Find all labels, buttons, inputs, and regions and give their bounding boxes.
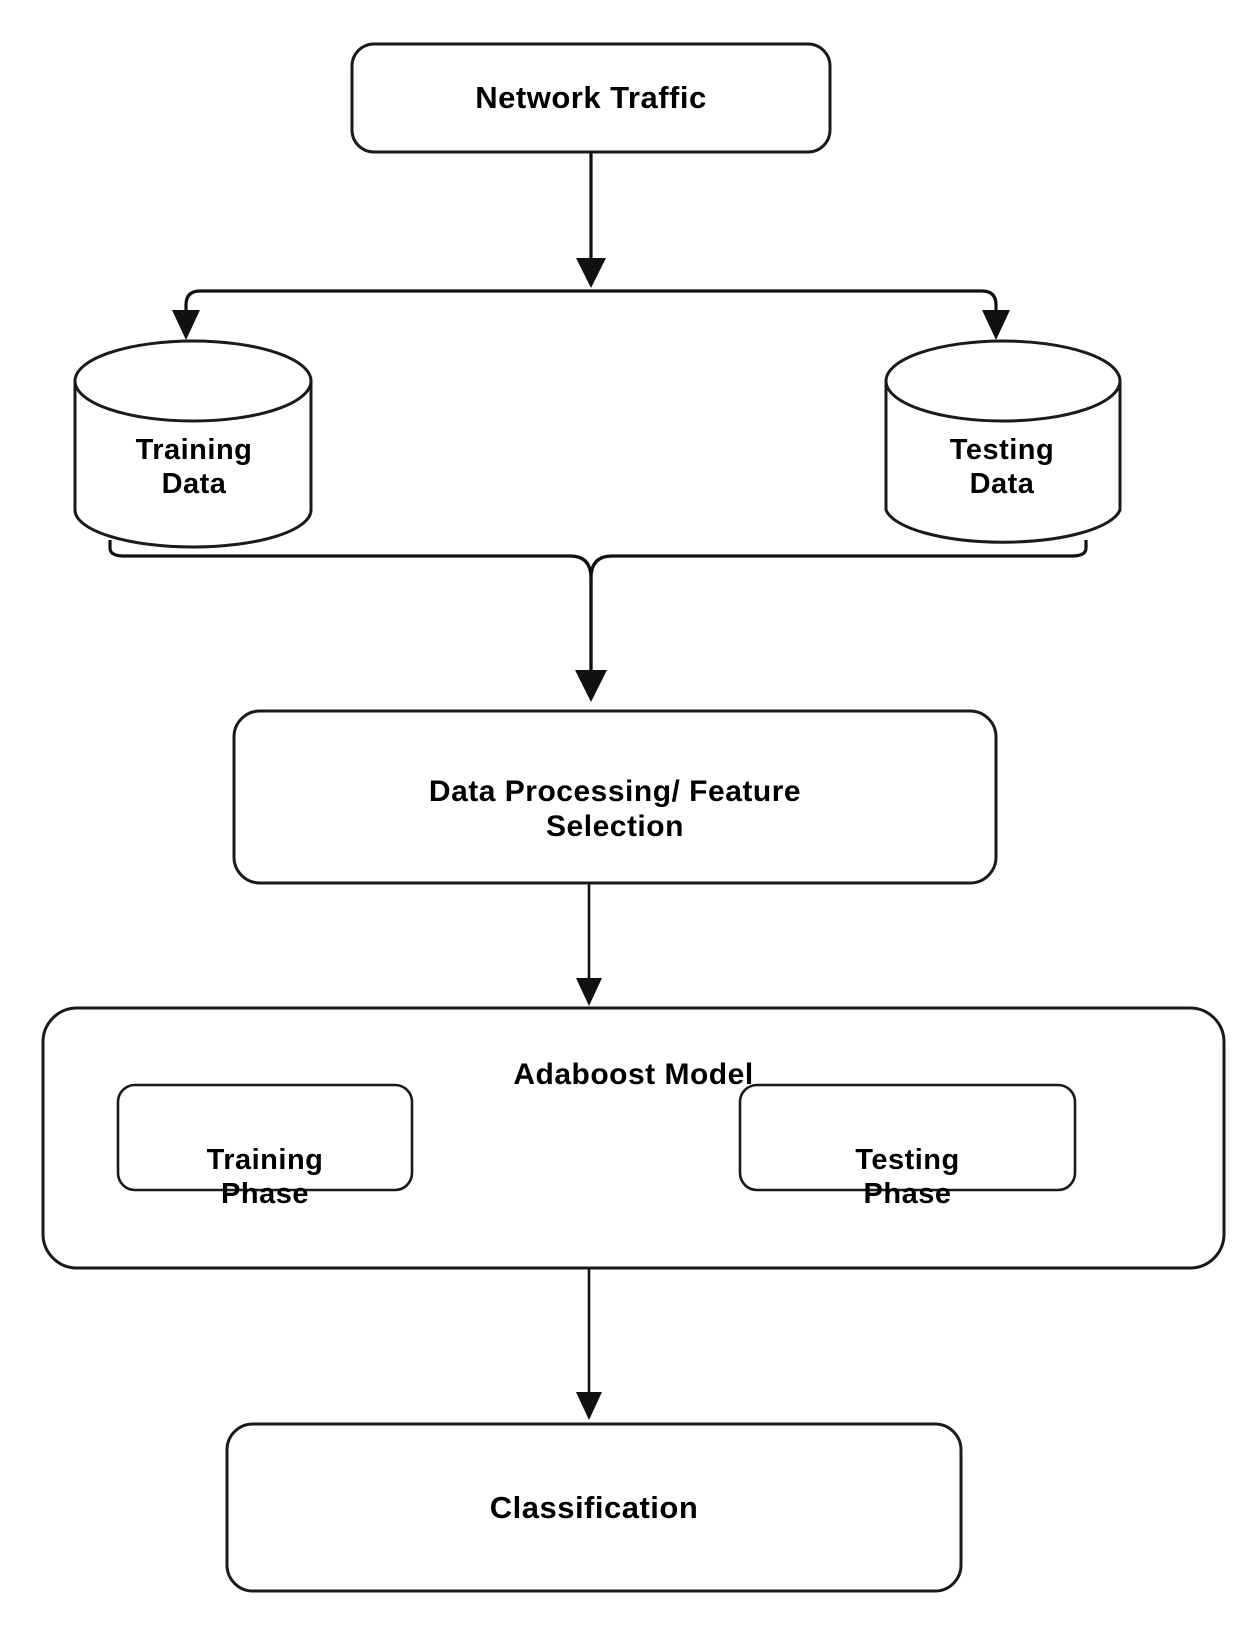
arrowhead-adaboost-to-classification: [576, 1392, 602, 1420]
node-adaboost-model-shape: [41, 1006, 1226, 1270]
node-network-traffic-shape: [350, 42, 832, 154]
node-testing-phase-shape: [738, 1083, 1077, 1192]
node-training-phase-shape: [116, 1083, 414, 1192]
node-classification-shape: [225, 1422, 963, 1593]
arrowhead-merge-to-dataproc: [575, 670, 607, 702]
node-data-processing-shape: [232, 709, 998, 885]
edge-testing-merge: [589, 540, 1088, 672]
node-training-data-shape: [73, 339, 313, 549]
arrowhead-fork-right: [982, 310, 1010, 340]
arrowhead-dataproc-to-adaboost: [576, 978, 602, 1006]
edge-training-merge: [108, 540, 593, 672]
arrowhead-fork-left: [172, 310, 200, 340]
arrowhead-network-to-fork: [576, 258, 606, 288]
edge-fork-bar: [184, 289, 998, 325]
node-testing-data-shape: [884, 339, 1122, 544]
